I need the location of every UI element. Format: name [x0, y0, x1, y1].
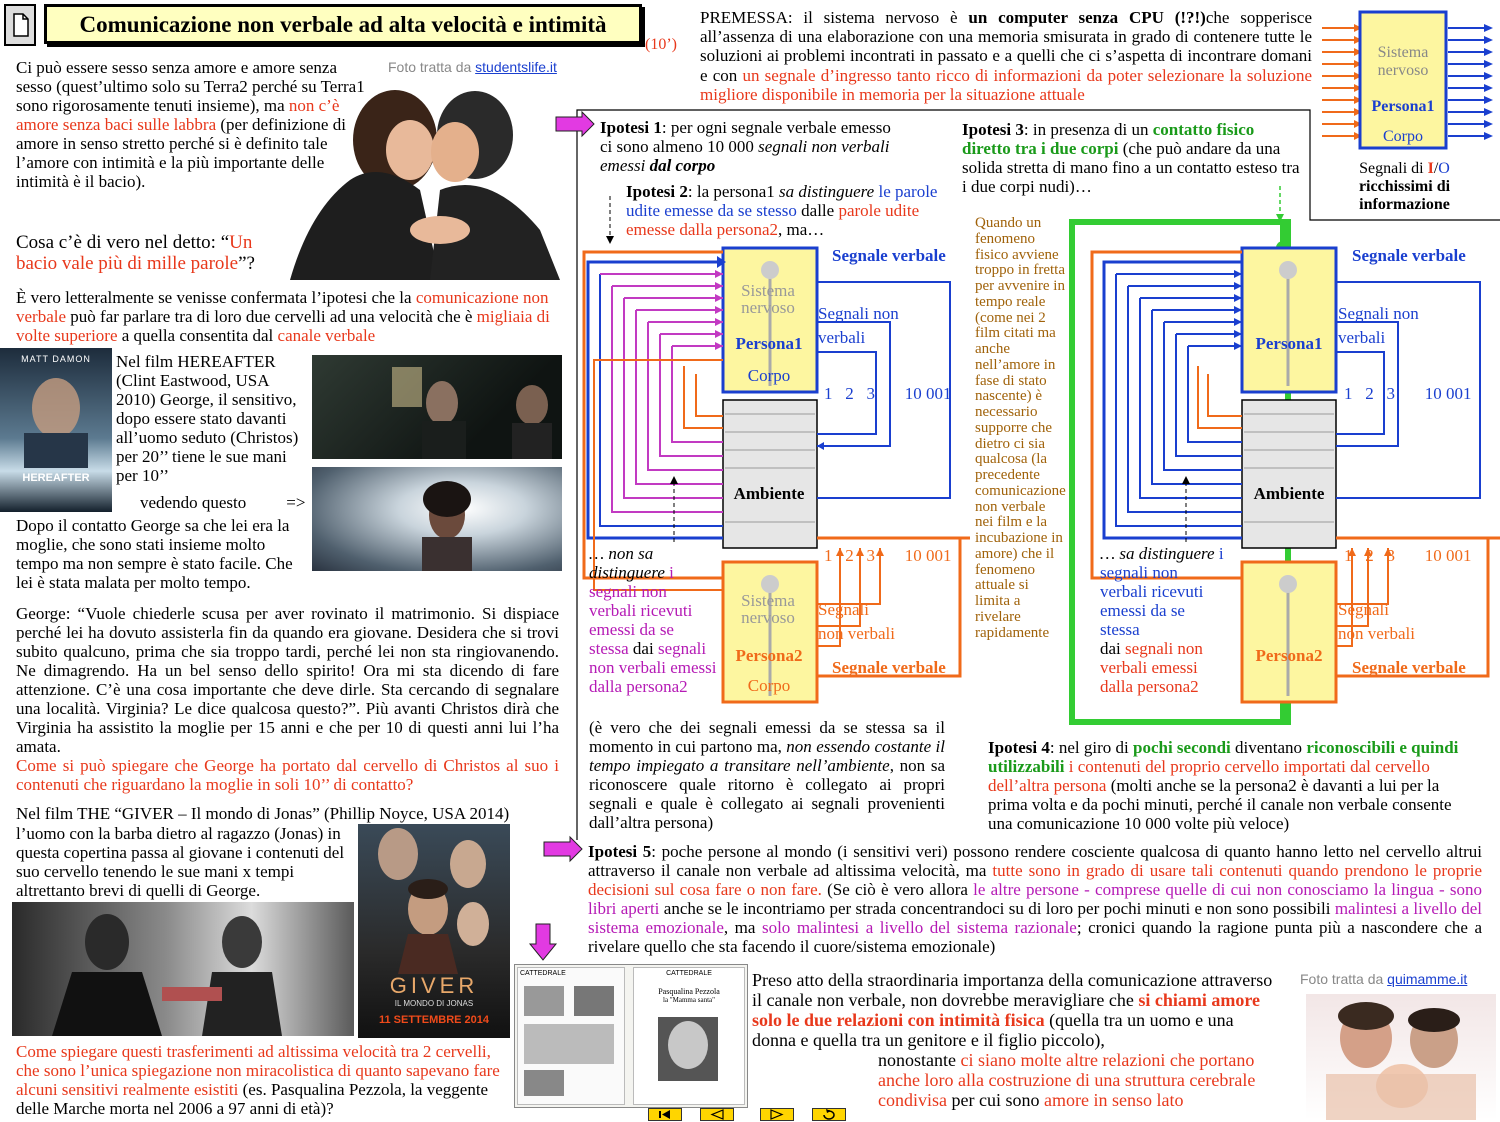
giver-poster-sub: IL MONDO DI JONAS — [394, 999, 474, 1008]
left-sistema2-label: Sistema nervoso — [741, 591, 795, 627]
poster-actor: MATT DAMON — [21, 354, 91, 364]
ipotesi2: Ipotesi 2: la persona1 sa distinguere le… — [626, 182, 938, 240]
left-segnale-verbale-top: Segnale verbale — [832, 246, 946, 265]
next-page-button[interactable] — [760, 1108, 794, 1121]
nonsa-text: … non sa distinguere i segnali non verba… — [589, 544, 717, 697]
return-button[interactable] — [812, 1108, 846, 1121]
document-icon[interactable] — [4, 4, 36, 46]
final-question: Come spiegare questi trasferimenti ad al… — [16, 1042, 500, 1119]
premessa-text: PREMESSA: il sistema nervoso è un comput… — [700, 8, 1313, 104]
ipotesi3: Ipotesi 3: in presenza di un contatto fi… — [962, 120, 1300, 197]
left-corpo2-label: Corpo — [747, 676, 791, 695]
kiss-question: Cosa c’è di vero nel detto: “Un bacio va… — [16, 232, 255, 275]
left-numbers-top: 1 2 3 10 001 — [824, 384, 952, 403]
io-sistema-label: Sistema nervoso — [1377, 44, 1429, 79]
giver-scene — [12, 902, 354, 1036]
studentslife-link[interactable]: studentslife.it — [475, 59, 557, 75]
left-persona2-label: Persona2 — [735, 646, 803, 665]
intro-text: Ci può essere sesso senza amore e amore … — [16, 58, 365, 192]
film1-text: Nel film HEREAFTER (Clint Eastwood, USA … — [116, 352, 299, 486]
bottom-text-b: nonostante ci siano molte altre relazion… — [878, 1050, 1256, 1111]
io-persona-label: Persona1 — [1371, 98, 1435, 115]
dopo-text: Dopo il contatto George sa che lei era l… — [16, 516, 293, 593]
evero-text: (è vero che dei segnali emessi da se ste… — [589, 718, 946, 833]
left-segnale-verbale-bottom: Segnale verbale — [832, 658, 946, 677]
sa-text: … sa distinguere i segnali non verbali r… — [1100, 544, 1224, 697]
page-title-text: Comunicazione non verbale ad alta veloci… — [79, 12, 607, 37]
right-persona1-label: Persona1 — [1255, 334, 1323, 353]
previous-page-button[interactable] — [700, 1108, 734, 1121]
right-segnale-verbale-bottom: Segnale verbale — [1352, 658, 1466, 677]
cattedrale-book: CATTEDRALE CATTEDRALE Pasqualina Pezzola… — [514, 964, 748, 1108]
left-corpo1-label: Corpo — [747, 366, 791, 385]
kiss-photo — [290, 80, 560, 280]
diagram-right — [1069, 186, 1500, 725]
io-corpo-label: Corpo — [1383, 128, 1423, 145]
right-numbers-top: 1 2 3 10 001 — [1344, 384, 1472, 403]
right-ambiente-label: Ambiente — [1253, 484, 1325, 503]
ipotesi1: Ipotesi 1: per ogni segnale verbale emes… — [600, 118, 891, 176]
giver-text-b: l’uomo con la barba dietro al ragazzo (J… — [16, 824, 345, 901]
first-page-button[interactable] — [648, 1108, 682, 1121]
ipotesi5: Ipotesi 5: poche persone al mondo (i sen… — [588, 842, 1483, 957]
giver-poster: GIVER IL MONDO DI JONAS 11 SETTEMBRE 201… — [358, 824, 510, 1038]
bottom-text-a: Preso atto della straordinaria importanz… — [752, 970, 1273, 1051]
left-sistema-label: Sistema nervoso — [741, 281, 795, 317]
photo-credit-1: Foto tratta da studentslife.it — [388, 59, 557, 75]
ipotesi4: Ipotesi 4: nel giro di pochi secondi div… — [988, 738, 1459, 834]
poster-title: HEREAFTER — [22, 472, 90, 484]
vero-text: È vero letteralmente se venisse conferma… — [16, 288, 550, 346]
hereafter-scene-2 — [312, 467, 562, 571]
io-diagram — [1322, 10, 1493, 150]
diagram-left — [582, 196, 970, 704]
left-persona1-label: Persona1 — [735, 334, 803, 353]
book-sub: la "Mamma santa" — [663, 995, 715, 1004]
book-title-right: CATTEDRALE — [666, 970, 712, 977]
page-title: Comunicazione non verbale ad alta veloci… — [44, 4, 642, 44]
right-numbers-bottom: 1 2 3 10 001 — [1344, 546, 1472, 565]
hereafter-scene-1 — [312, 355, 562, 459]
book-name: Pasqualina Pezzola — [658, 986, 720, 996]
giver-poster-title: GIVER — [389, 973, 479, 998]
vedendo-text: vedendo questo=> — [140, 493, 306, 512]
george-text: George: “Vuole chiederle scusa per aver … — [16, 604, 559, 795]
photo-credit-2: Foto tratta da quimamme.it — [1300, 971, 1468, 987]
middle-note: Quando un fenomeno fisico avviene troppo… — [975, 215, 1066, 641]
giver-text-a: Nel film THE “GIVER – Il mondo di Jonas”… — [16, 804, 510, 823]
duration-label: (10’) — [645, 36, 677, 53]
left-ambiente-label: Ambiente — [733, 484, 805, 503]
giver-poster-date: 11 SETTEMBRE 2014 — [378, 1014, 490, 1026]
right-persona2-label: Persona2 — [1255, 646, 1323, 665]
hereafter-poster: MATT DAMON HEREAFTER — [0, 348, 112, 512]
right-segnale-verbale-top: Segnale verbale — [1352, 246, 1466, 265]
book-title-left: CATTEDRALE — [520, 970, 566, 977]
family-photo — [1306, 994, 1496, 1120]
quimamme-link[interactable]: quimamme.it — [1387, 971, 1468, 987]
left-numbers-bottom: 1 2 3 10 001 — [824, 546, 952, 565]
